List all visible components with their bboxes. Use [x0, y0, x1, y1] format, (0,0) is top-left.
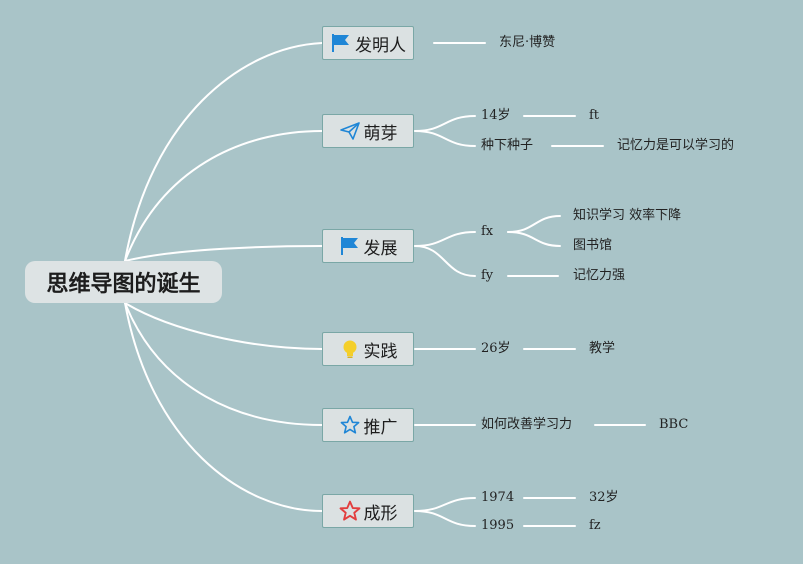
star-outline-icon — [339, 414, 361, 436]
subtopic-dev-fy-note[interactable]: 记忆力强 — [573, 268, 626, 283]
subtopic-practice-age[interactable]: 26岁 — [481, 341, 511, 356]
subtopic-dev-fx-note2[interactable]: 图书馆 — [573, 238, 613, 253]
topic-label: 萌芽 — [363, 123, 398, 144]
subtopic-dev-fx[interactable]: fx — [481, 224, 494, 239]
topic-development[interactable]: 发展 — [322, 229, 414, 263]
subtopic-dev-fx-note1[interactable]: 知识学习 效率下降 — [573, 208, 682, 223]
connector-line — [507, 215, 561, 233]
topic-label: 发展 — [363, 238, 398, 259]
subtopic-sprout-seed-note[interactable]: 记忆力是可以学习的 — [617, 138, 735, 153]
topic-label: 实践 — [363, 341, 398, 362]
topic-label: 发明人 — [355, 35, 406, 56]
subtopic-form-year1[interactable]: 1974 — [481, 490, 515, 505]
subtopic-practice-note[interactable]: 教学 — [589, 341, 616, 356]
topic-formation[interactable]: 成形 — [322, 494, 414, 528]
flag-icon — [330, 32, 352, 54]
connector-line — [414, 231, 476, 247]
connector-line — [124, 302, 323, 350]
subtopic-sprout-age[interactable]: 14岁 — [481, 108, 511, 123]
connector-line — [414, 115, 476, 132]
connector-line — [124, 42, 323, 262]
subtopic-promote-note[interactable]: BBC — [659, 417, 689, 432]
subtopic-sprout-age-note[interactable]: ft — [589, 108, 600, 123]
topic-inventor[interactable]: 发明人 — [322, 26, 414, 60]
connector-line — [507, 231, 561, 247]
connector-line — [414, 245, 476, 277]
subtopic-promote-item[interactable]: 如何改善学习力 — [481, 417, 573, 432]
connector-line — [124, 302, 323, 512]
root-topic[interactable]: 思维导图的诞生 — [25, 261, 222, 303]
topic-sprout[interactable]: 萌芽 — [322, 114, 414, 148]
connector-line — [414, 497, 476, 512]
subtopic-form-year1-note[interactable]: 32岁 — [589, 490, 619, 505]
connector-line — [124, 245, 323, 262]
connector-line — [124, 302, 323, 426]
subtopic-form-year2-note[interactable]: fz — [589, 518, 601, 533]
paper-plane-icon — [339, 120, 361, 142]
subtopic-inventor-name[interactable]: 东尼·博赞 — [499, 35, 556, 50]
connector-line — [414, 130, 476, 147]
topic-label: 成形 — [363, 503, 398, 524]
subtopic-form-year2[interactable]: 1995 — [481, 518, 515, 533]
connector-line — [414, 510, 476, 527]
connector-line — [124, 130, 323, 262]
flag-icon — [339, 235, 361, 257]
star-outline-icon — [339, 500, 361, 522]
topic-practice[interactable]: 实践 — [322, 332, 414, 366]
subtopic-sprout-seed[interactable]: 种下种子 — [481, 138, 534, 153]
lightbulb-icon — [339, 338, 361, 360]
topic-label: 推广 — [363, 417, 398, 438]
topic-promote[interactable]: 推广 — [322, 408, 414, 442]
subtopic-dev-fy[interactable]: fy — [481, 268, 494, 283]
